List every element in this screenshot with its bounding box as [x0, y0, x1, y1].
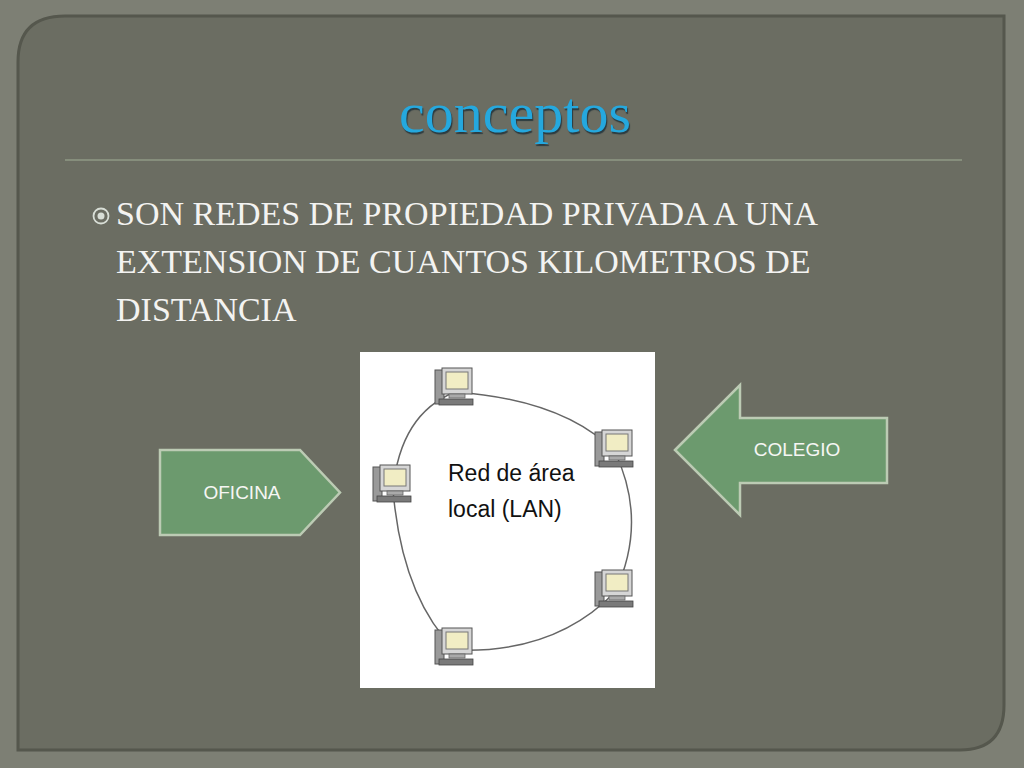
bullet-symbol	[94, 209, 109, 224]
ring-cable	[393, 392, 632, 650]
lan-illustration	[373, 368, 633, 665]
arrow-shape: COLEGIO	[675, 385, 887, 515]
arrow-label: OFICINA	[203, 481, 280, 505]
network-label: Red de área local (LAN)	[448, 455, 608, 527]
arrow-fill	[160, 450, 340, 535]
lan-box: Red de área local (LAN)	[360, 352, 655, 688]
computer-icon	[435, 628, 473, 665]
slide-title: conceptos	[0, 78, 1024, 148]
computer-icon	[595, 430, 633, 467]
title-rule	[65, 159, 962, 161]
computer-icon	[435, 368, 473, 405]
computer-icon	[595, 570, 633, 607]
bullet-text: SON REDES DE PROPIEDAD PRIVADA A UNA EXT…	[116, 190, 966, 334]
arrow-fill	[675, 385, 887, 515]
arrow-label: COLEGIO	[754, 438, 841, 462]
arrow-shape: OFICINA	[160, 450, 340, 535]
lan-picture	[360, 352, 655, 688]
computer-icon	[373, 465, 411, 502]
